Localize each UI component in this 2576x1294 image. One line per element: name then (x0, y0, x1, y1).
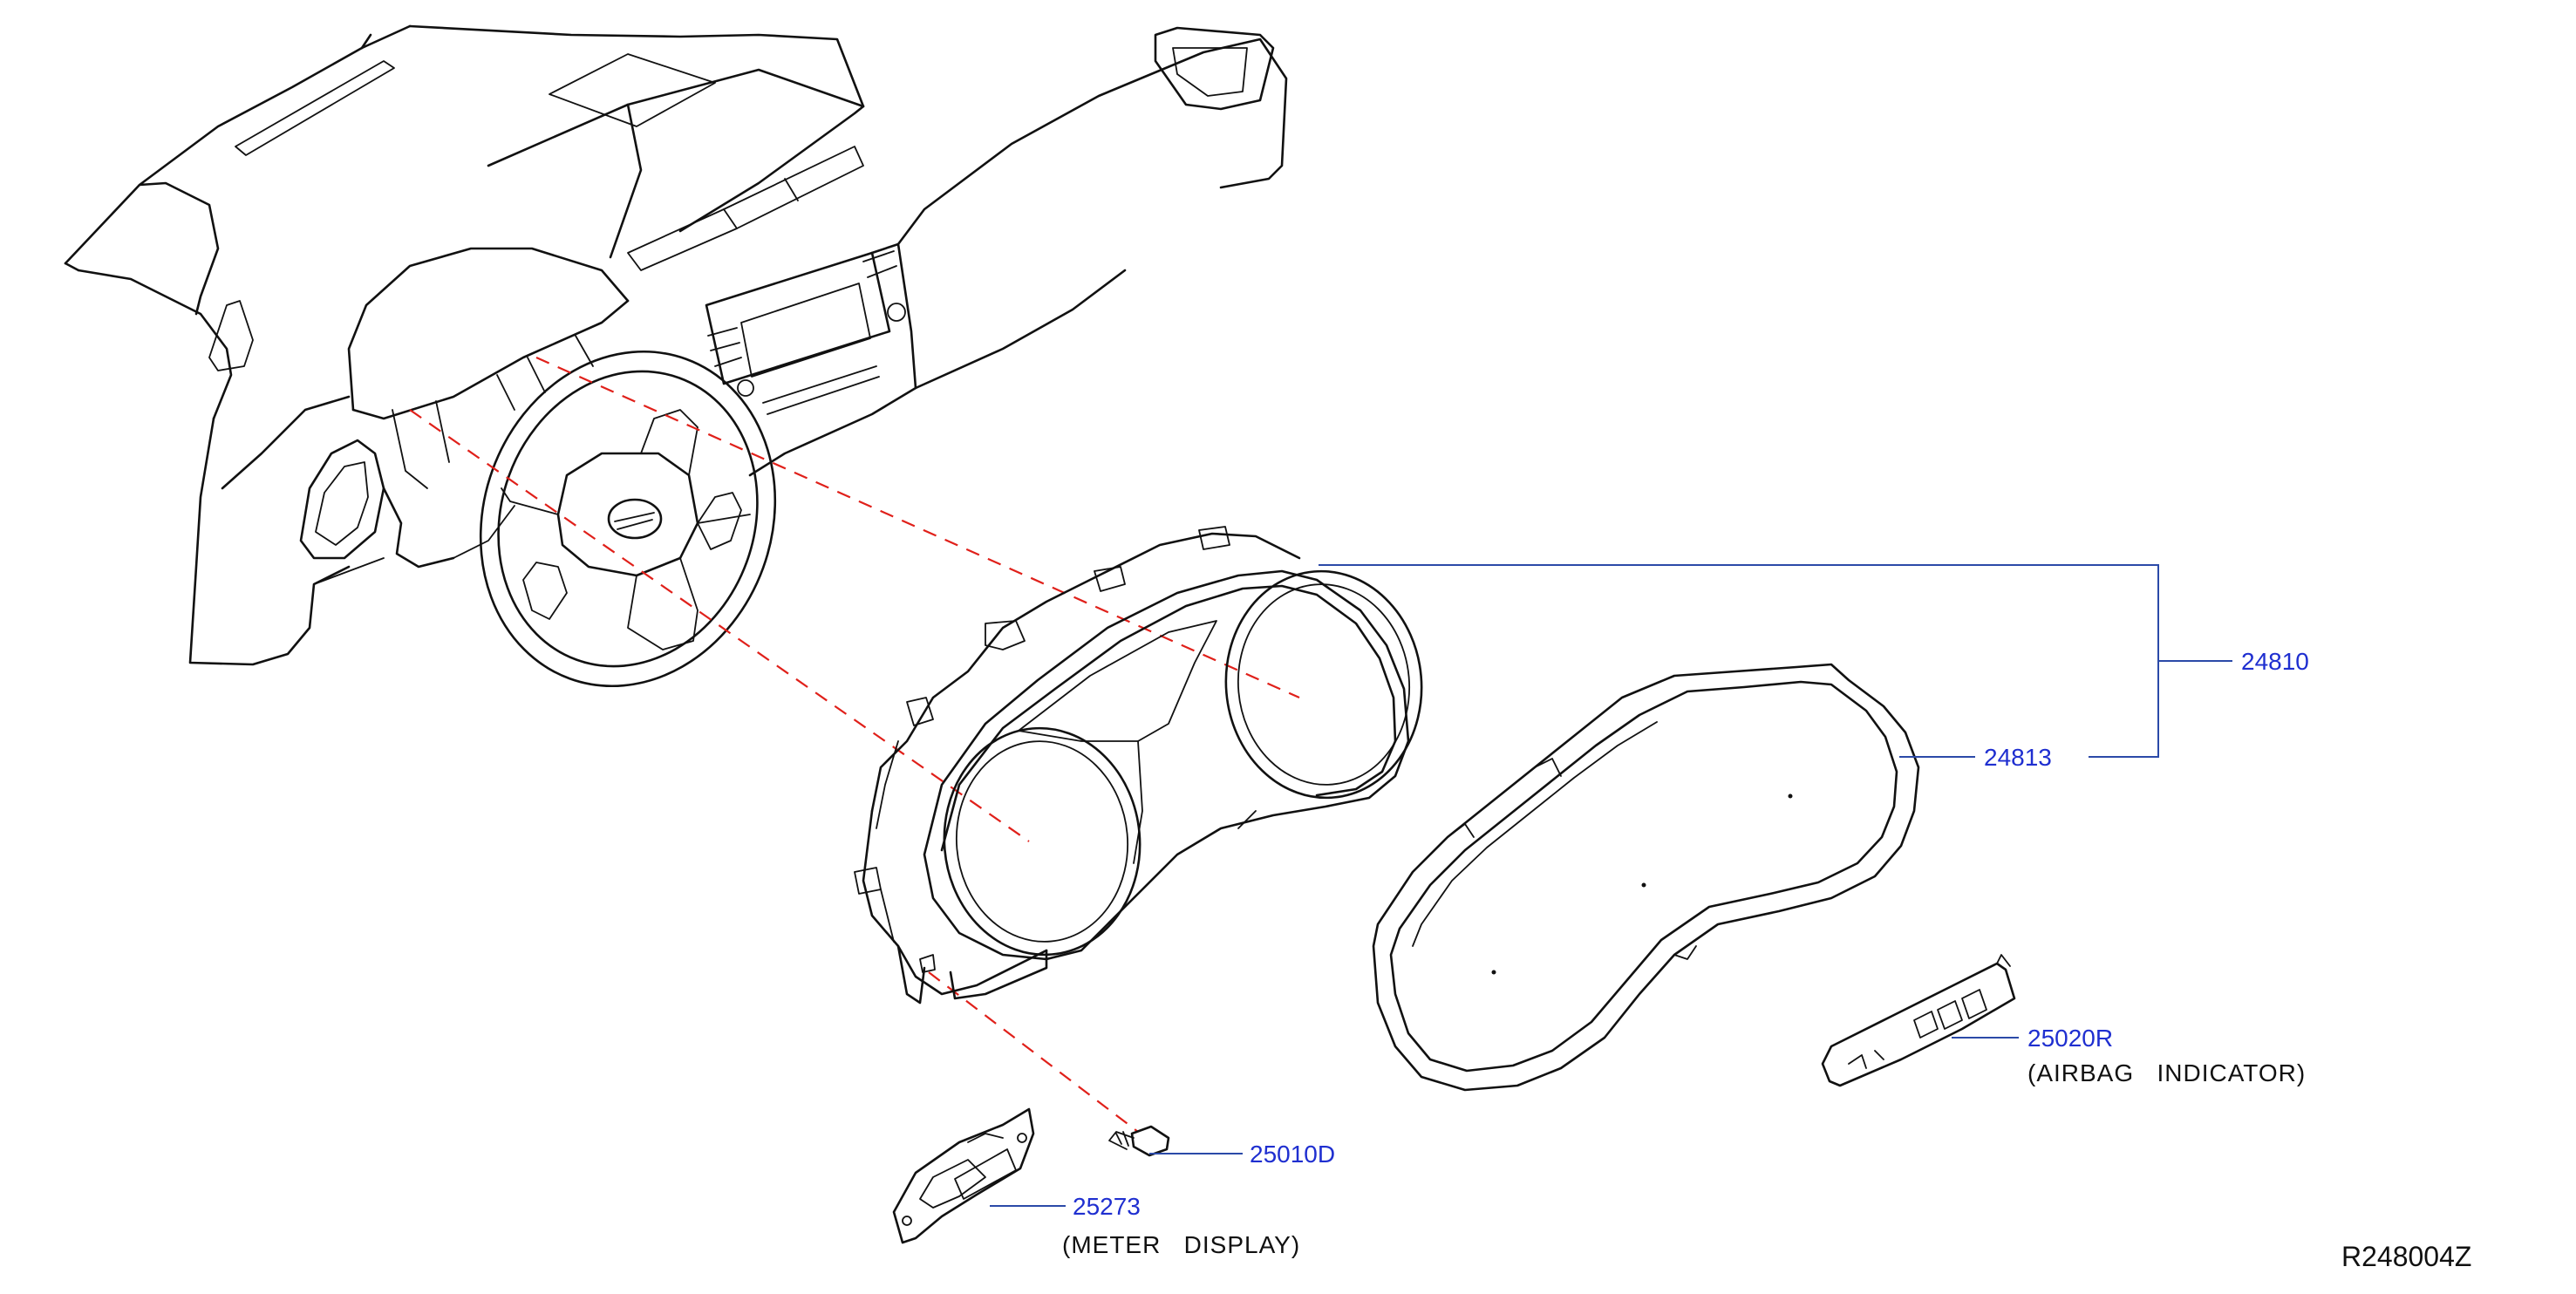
meter-display-part (892, 1107, 1035, 1244)
screw-part (1108, 1125, 1170, 1157)
meter-display-note: (METER DISPLAY) (1062, 1231, 1300, 1258)
combination-meter (854, 526, 1423, 1005)
airbag-indicator-note: (AIRBAG INDICATOR) (2027, 1059, 2306, 1086)
diagram-reference-code: R248004Z (2341, 1241, 2471, 1272)
callout-25273: 25273 (1073, 1193, 1141, 1220)
callout-25020R: 25020R (2027, 1025, 2113, 1052)
callout-25010D: 25010D (1250, 1141, 1335, 1168)
explode-lines (409, 356, 1300, 1133)
callout-24813: 24813 (1984, 744, 2052, 771)
dashboard-drawing (64, 24, 1288, 688)
meter-front-cover (1372, 663, 1920, 1092)
callout-24810: 24810 (2241, 648, 2309, 675)
airbag-indicator-part (1821, 954, 2016, 1087)
leader-lines (990, 564, 2232, 1207)
